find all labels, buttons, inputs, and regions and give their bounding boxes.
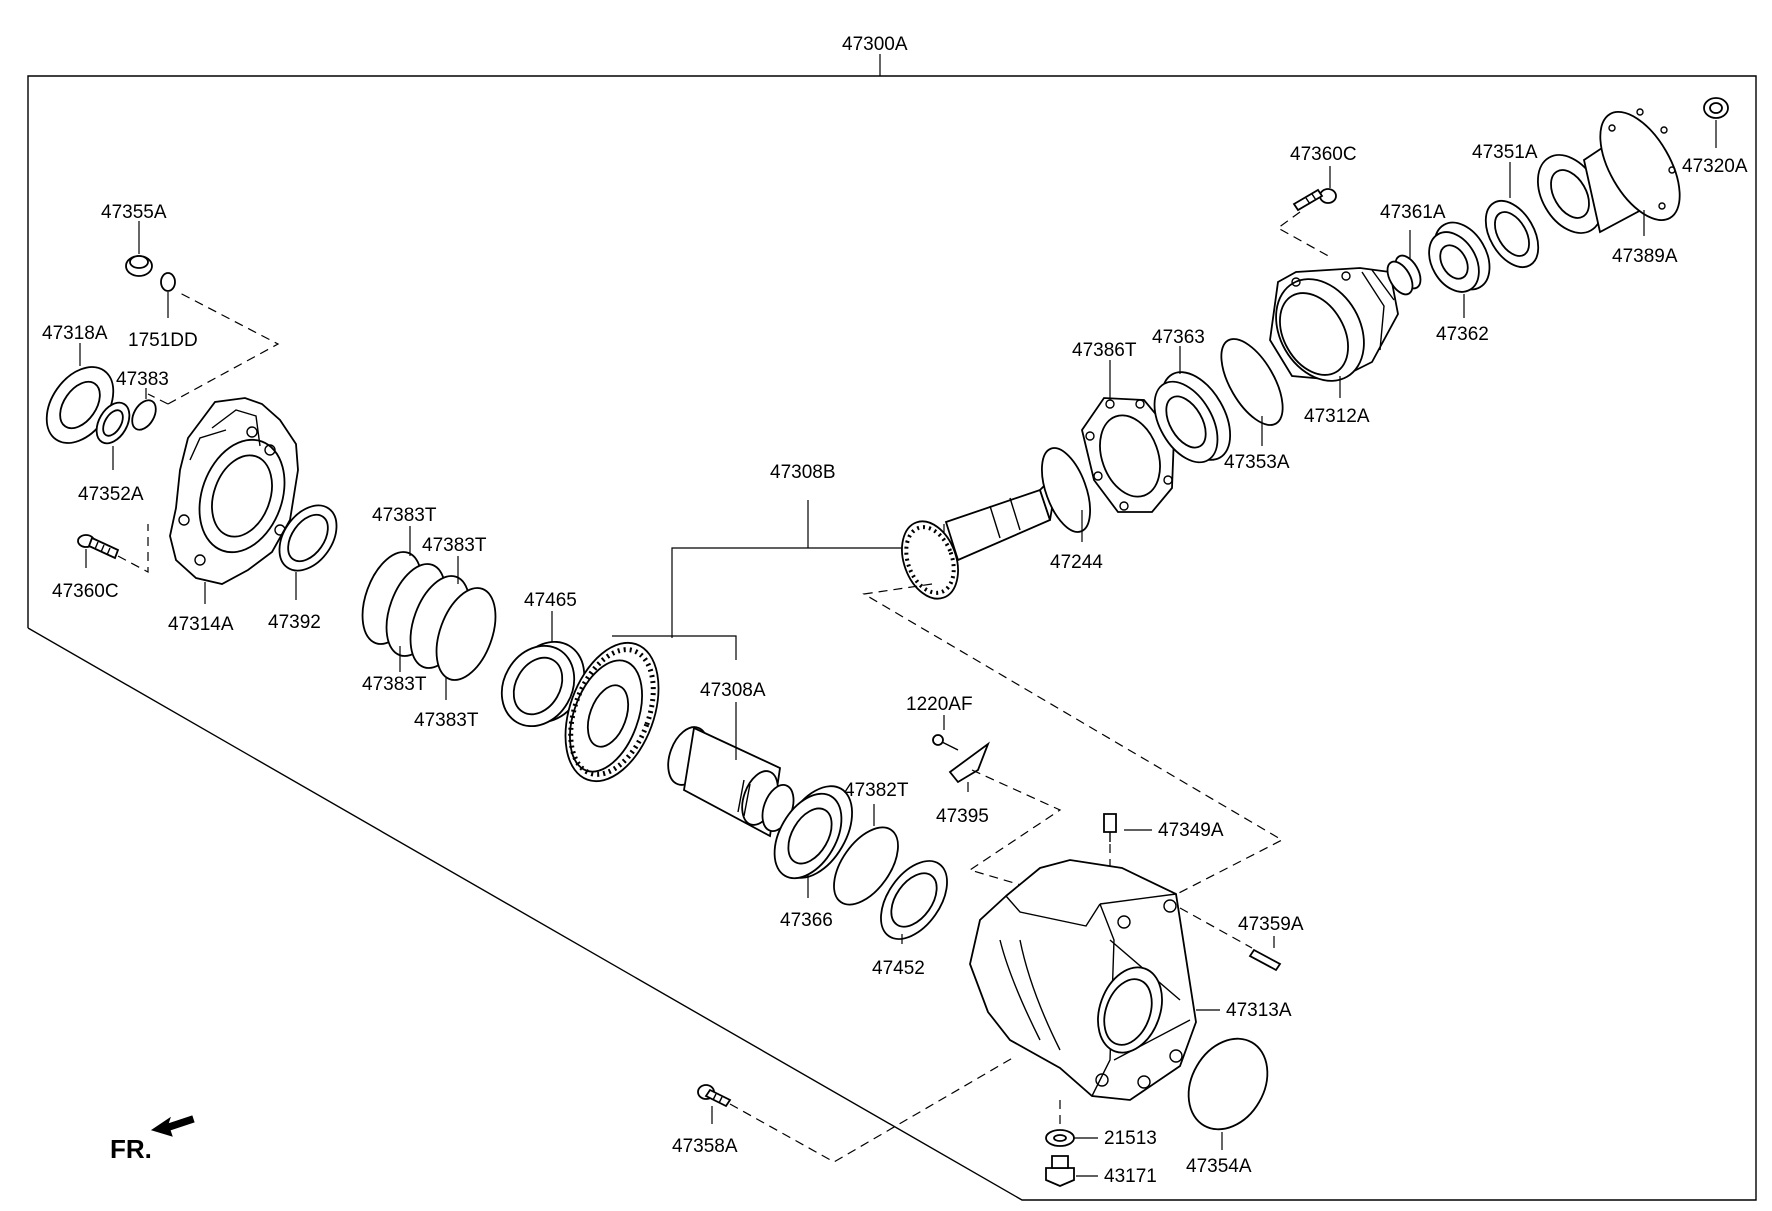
part-47383T-rings[interactable]: 47383T 47383T 47383T 47383T [351, 505, 507, 731]
label-47363: 47363 [1152, 327, 1205, 348]
part-47314A-cover[interactable]: 47314A [168, 397, 299, 635]
part-47355A-plug[interactable]: 47355A [101, 202, 167, 277]
label-47308B: 47308B [770, 462, 836, 483]
label-group-47308B: 47308B [612, 462, 945, 638]
part-47359A-pin[interactable]: 47359A [1238, 914, 1304, 972]
part-1751DD-washer[interactable]: 1751DD [128, 272, 198, 351]
front-arrow-icon [150, 1115, 195, 1137]
part-43171-drain-plug[interactable]: 43171 [1045, 1155, 1157, 1187]
label-47314A: 47314A [168, 614, 234, 635]
part-47358A-bolt[interactable]: 47358A [672, 1084, 738, 1157]
label-47351A: 47351A [1472, 142, 1538, 163]
label-47465: 47465 [524, 590, 577, 611]
part-21513-gasket[interactable]: 21513 [1045, 1128, 1157, 1149]
part-47361A-spacer[interactable]: 47361A [1380, 202, 1446, 299]
label-47361A: 47361A [1380, 202, 1446, 223]
part-47362-bearing[interactable]: 47362 [1419, 213, 1501, 345]
part-47363-bearing[interactable]: 47363 [1141, 327, 1244, 473]
part-47395-bracket[interactable]: 47395 [936, 741, 990, 827]
label-21513: 21513 [1104, 1128, 1157, 1149]
part-47320A-nut[interactable]: 47320A [1682, 97, 1748, 177]
label-47318A: 47318A [42, 323, 108, 344]
part-47349A-breather[interactable]: 47349A [1103, 813, 1224, 842]
part-47312A-housing[interactable]: 47312A [1258, 263, 1399, 427]
label-47383: 47383 [116, 369, 169, 390]
part-47354A-o-ring[interactable]: 47354A [1173, 1024, 1283, 1177]
part-47244-o-ring[interactable]: 47244 [1032, 442, 1103, 573]
part-47360C-bolt-left[interactable]: 47360C [52, 534, 120, 602]
label-47395: 47395 [936, 806, 989, 827]
part-47386T-gasket[interactable]: 47386T [1072, 340, 1175, 513]
label-47355A: 47355A [101, 202, 167, 223]
part-47382T-ring[interactable]: 47382T [821, 780, 911, 916]
part-47353A-o-ring[interactable]: 47353A [1209, 329, 1295, 473]
part-47313A-case[interactable]: 47313A [969, 859, 1292, 1101]
label-47349A: 47349A [1158, 820, 1224, 841]
front-label: FR. [110, 1134, 152, 1164]
label-47360C-right: 47360C [1290, 144, 1357, 165]
label-47354A: 47354A [1186, 1156, 1252, 1177]
label-43171: 43171 [1104, 1166, 1157, 1187]
label-1751DD: 1751DD [128, 330, 198, 351]
part-47352A-seal[interactable]: 47352A [78, 397, 144, 505]
label-47383T-1: 47383T [372, 505, 437, 526]
part-47308B-ring-gear[interactable] [548, 630, 676, 794]
label-47383T-4: 47383T [414, 710, 479, 731]
part-47351A-seal[interactable]: 47351A [1472, 142, 1549, 276]
part-1220AF-screw[interactable]: 1220AF [906, 694, 973, 751]
label-47382T: 47382T [844, 780, 909, 801]
label-47362: 47362 [1436, 324, 1489, 345]
label-47366: 47366 [780, 910, 833, 931]
assembly-number-label: 47300A [842, 34, 908, 55]
label-47383T-2: 47383T [422, 535, 487, 556]
label-47308A: 47308A [700, 680, 766, 701]
label-47358A: 47358A [672, 1136, 738, 1157]
label-47320A: 47320A [1682, 156, 1748, 177]
label-47352A: 47352A [78, 484, 144, 505]
part-47383-ring[interactable]: 47383 [116, 369, 169, 434]
part-47308A-shaft[interactable]: 47308A [661, 635, 800, 838]
label-47244: 47244 [1050, 552, 1103, 573]
label-47313A: 47313A [1226, 1000, 1292, 1021]
part-47366-bearing[interactable]: 47366 [761, 774, 867, 931]
part-pinion-gear[interactable] [892, 482, 1053, 606]
part-47452-seal[interactable]: 47452 [867, 849, 960, 979]
label-47452: 47452 [872, 958, 925, 979]
label-47312A: 47312A [1304, 406, 1370, 427]
part-47360C-bolt-right[interactable]: 47360C [1290, 144, 1357, 212]
label-47383T-3: 47383T [362, 674, 427, 695]
front-direction-marker: FR. [110, 1115, 195, 1164]
label-47359A: 47359A [1238, 914, 1304, 935]
label-47386T: 47386T [1072, 340, 1137, 361]
label-47389A: 47389A [1612, 246, 1678, 267]
part-47465-bearing[interactable]: 47465 [488, 590, 599, 739]
part-47389A-flange[interactable]: 47389A [1525, 99, 1696, 267]
label-1220AF: 1220AF [906, 694, 973, 715]
label-47353A: 47353A [1224, 452, 1290, 473]
assembly-frame: 47300A [27, 34, 1757, 1201]
label-47392: 47392 [268, 612, 321, 633]
label-47360C-left: 47360C [52, 581, 119, 602]
part-47392-seal[interactable]: 47392 [268, 495, 349, 633]
